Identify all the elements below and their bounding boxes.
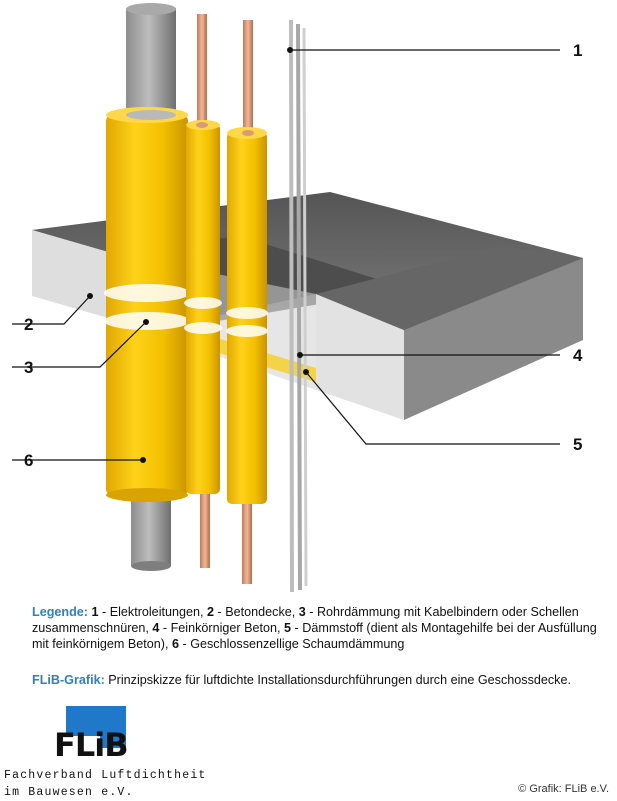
legend-num-2: 2 xyxy=(207,605,215,619)
legend-text-1: - Elektroleitungen, xyxy=(98,605,208,619)
copper-pipe-2 xyxy=(242,20,253,584)
organization-name: Fachverband Luftdichtheit im Bauwesen e.… xyxy=(4,767,207,801)
caption: FLiB-Grafik: Prinzipskizze für luftdicht… xyxy=(32,672,612,688)
slab-top-right-face xyxy=(316,246,583,330)
callout-5: 5 xyxy=(573,435,582,454)
legend-num-3: 3 xyxy=(298,605,306,619)
callout-lines xyxy=(12,49,560,461)
callout-dots xyxy=(87,47,309,463)
legend-num-4: 4 xyxy=(152,621,160,635)
copyright: © Grafik: FLiB e.V. xyxy=(518,783,609,795)
logo-blue-block xyxy=(66,706,126,736)
copper-pipe-1 xyxy=(197,14,210,568)
callout-4: 4 xyxy=(573,346,583,365)
legend-text-5: - Dämmstoff (dient als Montagehilfe bei … xyxy=(32,621,597,651)
foam-insulation-large xyxy=(104,107,190,502)
legend-heading: Legende: xyxy=(32,605,88,619)
pipe-penetration-diagram: 1 2 3 4 5 6 xyxy=(12,3,583,593)
legend-num-6: 6 xyxy=(172,637,180,651)
legend-text-6: - Geschlossenzellige Schaumdämmung xyxy=(179,637,405,651)
legend-num-1: 1 xyxy=(91,605,99,619)
foam-insulation-2 xyxy=(226,127,268,504)
callout-1: 1 xyxy=(573,41,582,60)
logo-text: FLiB xyxy=(54,726,128,764)
caption-heading: FLiB-Grafik: xyxy=(32,673,105,687)
foam-insulation-1 xyxy=(184,120,222,494)
slab-side-right xyxy=(404,258,583,420)
legend-num-5: 5 xyxy=(284,621,292,635)
legend-text-4: - Feinkörniger Beton, xyxy=(159,621,285,635)
flib-logo: FLiB xyxy=(54,706,129,764)
callout-2: 2 xyxy=(24,315,33,334)
electrical-wires xyxy=(282,18,308,593)
organization-line-2: im Bauwesen e.V. xyxy=(4,786,134,799)
legend-text-3: - Rohrdämmung mit Kabelbindern oder Sche… xyxy=(32,605,579,635)
logo-blue-block-bottom xyxy=(100,736,126,748)
legend-text-2: - Betondecke, xyxy=(214,605,299,619)
legend: Legende: 1 - Elektroleitungen, 2 - Beton… xyxy=(32,604,602,652)
slab-front-right xyxy=(316,294,404,420)
callout-6: 6 xyxy=(24,451,33,470)
caption-text: Prinzipskizze für luftdichte Installatio… xyxy=(104,673,571,687)
organization-line-1: Fachverband Luftdichtheit xyxy=(4,769,207,782)
callout-3: 3 xyxy=(24,358,33,377)
